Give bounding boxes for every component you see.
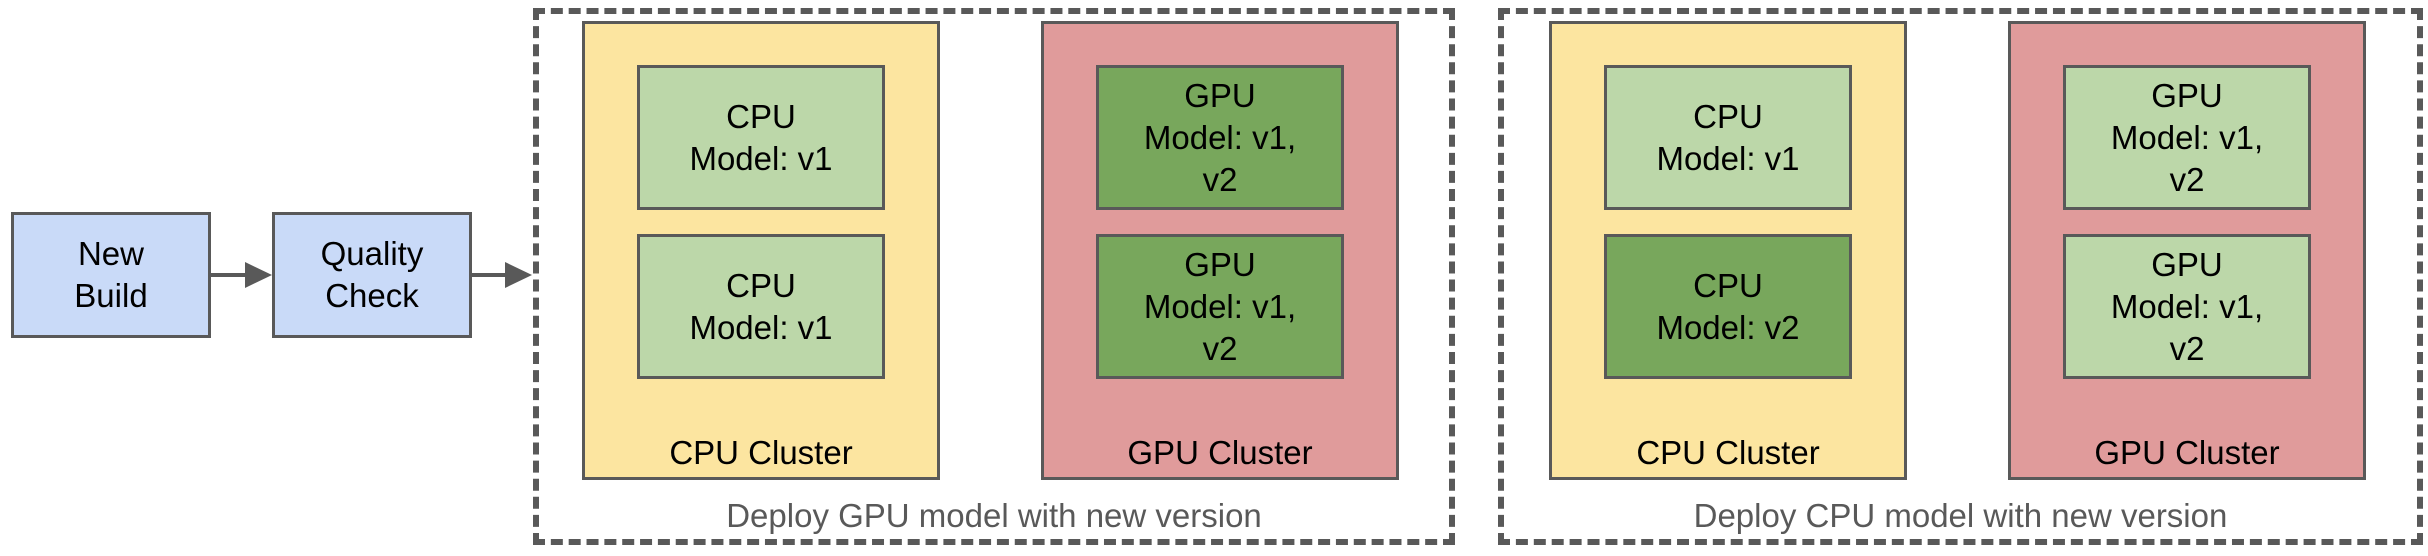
group2-gpu-node-1: GPU Model: v1, v2: [2063, 65, 2311, 210]
new-build-step: New Build: [11, 212, 211, 338]
deploy-gpu-group: [533, 8, 1455, 545]
group2-gpu-cluster-label: GPU Cluster: [2094, 434, 2280, 471]
arrow-build-to-quality: [210, 262, 272, 288]
deploy-cpu-group: [1498, 8, 2423, 545]
group2-gpu-node-1-label: GPU Model: v1, v2: [2110, 76, 2264, 198]
group2-gpu-node-2: GPU Model: v1, v2: [2063, 234, 2311, 379]
group1-cpu-cluster-label: CPU Cluster: [669, 434, 853, 471]
new-build-label: New Build: [74, 235, 148, 314]
group1-gpu-node-2: GPU Model: v1, v2: [1096, 234, 1344, 379]
group1-caption: Deploy GPU model with new version: [726, 497, 1262, 534]
group1-cpu-node-1: CPU Model: v1: [637, 65, 885, 210]
group1-gpu-node-1: GPU Model: v1, v2: [1096, 65, 1344, 210]
group2-cpu-cluster-label: CPU Cluster: [1636, 434, 1820, 471]
group1-cpu-node-2-label: CPU Model: v1: [689, 266, 833, 346]
group1-cpu-node-1-label: CPU Model: v1: [689, 97, 833, 177]
group2-gpu-node-2-label: GPU Model: v1, v2: [2110, 245, 2264, 367]
group2-cpu-node-1-label: CPU Model: v1: [1656, 97, 1800, 177]
group1-gpu-node-1-label: GPU Model: v1, v2: [1143, 76, 1297, 198]
group1-gpu-cluster-label: GPU Cluster: [1127, 434, 1313, 471]
group2-cpu-node-2: CPU Model: v2: [1604, 234, 1852, 379]
quality-check-step: Quality Check: [272, 212, 472, 338]
group2-caption: Deploy CPU model with new version: [1693, 497, 2228, 534]
group1-cpu-node-2: CPU Model: v1: [637, 234, 885, 379]
arrow-quality-to-deploy: [472, 262, 532, 288]
quality-check-label: Quality Check: [320, 235, 424, 314]
group2-cpu-node-1: CPU Model: v1: [1604, 65, 1852, 210]
group2-cpu-node-2-label: CPU Model: v2: [1656, 266, 1800, 346]
group1-gpu-node-2-label: GPU Model: v1, v2: [1143, 245, 1297, 367]
